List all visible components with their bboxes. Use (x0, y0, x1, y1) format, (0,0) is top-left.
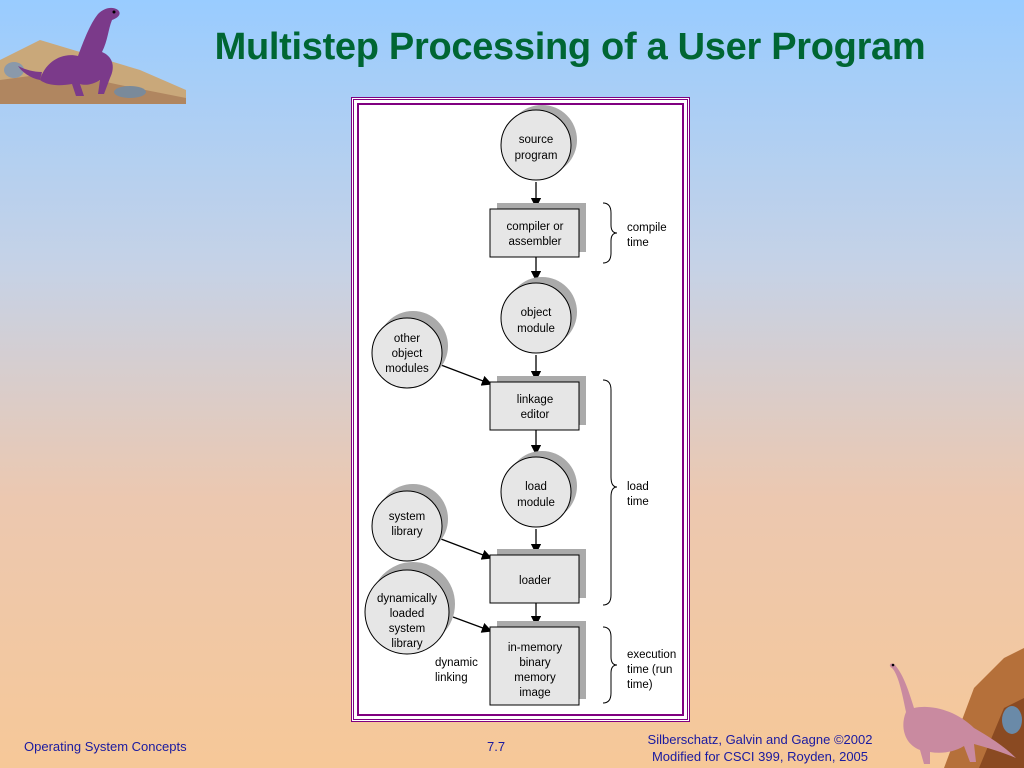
footer-credits: Silberschatz, Galvin and Gagne ©2002 Mod… (620, 731, 900, 765)
svg-text:time: time (627, 237, 649, 249)
processing-diagram: source program object module other objec… (364, 105, 676, 706)
svg-text:object: object (521, 307, 552, 319)
svg-text:editor: editor (521, 409, 550, 421)
node-source-program: source program (500, 105, 577, 181)
svg-text:modules: modules (385, 363, 429, 375)
node-in-memory-image: in-memory binary memory image (489, 621, 586, 706)
svg-text:compile: compile (627, 222, 667, 234)
arrow-other-to-linkage (440, 364, 493, 386)
svg-text:linkage: linkage (517, 394, 553, 406)
svg-text:time: time (627, 496, 649, 508)
svg-text:module: module (517, 323, 555, 335)
svg-text:dynamically: dynamically (377, 593, 437, 605)
svg-text:system: system (389, 511, 425, 523)
brace-execution-time (602, 626, 618, 704)
svg-text:library: library (391, 526, 423, 538)
svg-text:execution: execution (627, 649, 676, 661)
svg-text:image: image (519, 687, 550, 699)
footer-copyright: Silberschatz, Galvin and Gagne ©2002 (647, 732, 873, 747)
svg-text:time): time) (627, 679, 653, 691)
node-loader: loader (489, 549, 586, 604)
node-load-module: load module (500, 451, 577, 528)
svg-text:dynamic: dynamic (435, 657, 478, 669)
label-execution-time: execution time (run time) (627, 649, 676, 691)
node-other-object-modules: other object modules (371, 311, 448, 389)
svg-text:loaded: loaded (390, 608, 425, 620)
svg-text:system: system (389, 623, 425, 635)
svg-text:loader: loader (519, 575, 551, 587)
svg-text:linking: linking (435, 672, 468, 684)
footer-modified-note: Modified for CSCI 399, Royden, 2005 (651, 749, 869, 764)
label-dynamic-linking: dynamic linking (435, 657, 478, 684)
svg-text:program: program (515, 150, 558, 162)
svg-text:memory: memory (514, 672, 556, 684)
dinosaur-logo-top-left (0, 7, 186, 104)
svg-text:object: object (392, 348, 423, 360)
svg-text:time (run: time (run (627, 664, 672, 676)
svg-text:library: library (391, 638, 423, 650)
node-dynamically-loaded-library: dynamically loaded system library (364, 562, 455, 655)
node-system-library: system library (371, 484, 448, 562)
footer-course-title: Operating System Concepts (24, 739, 187, 754)
dinosaur-logo-bottom-right (889, 648, 1024, 768)
svg-text:binary: binary (519, 657, 551, 669)
svg-text:assembler: assembler (508, 236, 561, 248)
svg-text:source: source (519, 134, 554, 146)
arrow-dynamic-to-memory (452, 616, 493, 633)
svg-text:in-memory: in-memory (508, 642, 563, 654)
svg-text:other: other (394, 333, 420, 345)
svg-text:load: load (525, 481, 547, 493)
svg-text:load: load (627, 481, 649, 493)
svg-text:module: module (517, 497, 555, 509)
arrow-system-to-loader (440, 538, 493, 560)
node-linkage-editor: linkage editor (489, 376, 586, 431)
brace-load-time (602, 379, 618, 606)
svg-text:compiler or: compiler or (507, 221, 564, 233)
label-load-time: load time (627, 481, 649, 508)
slide-title: Multistep Processing of a User Program (214, 26, 926, 68)
node-compiler-assembler: compiler or assembler (489, 203, 586, 258)
node-object-module: object module (500, 277, 577, 354)
footer-page-number: 7.7 (487, 739, 506, 754)
label-compile-time: compile time (627, 222, 667, 249)
brace-compile-time (602, 202, 618, 264)
